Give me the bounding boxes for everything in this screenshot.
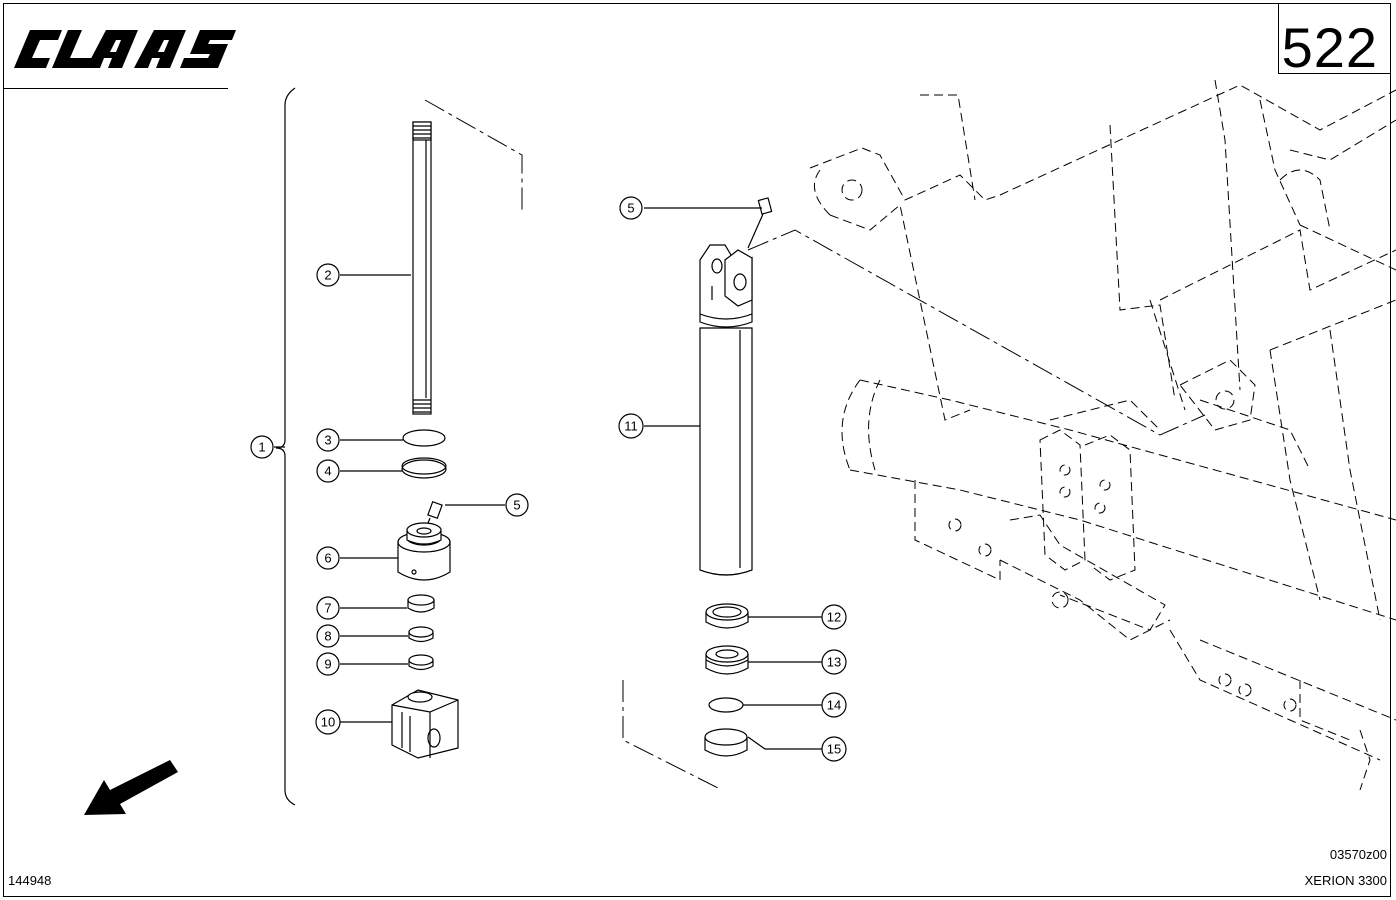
o-ring [402,429,446,447]
callout-6: 6 [316,546,340,570]
callout-1-label: 1 [258,440,265,455]
cylinder-o-ring-14 [708,697,744,713]
cylinder-piston-13 [705,645,749,675]
arrow-down-left-icon [84,760,178,815]
grease-nipple-right [747,197,773,249]
callout-13-label: 13 [827,655,841,670]
seal-7 [407,594,435,613]
callout-11-label: 11 [624,419,638,434]
drawing-frame [3,3,1391,897]
snap-ring [401,457,447,479]
callout-7-label: 7 [324,601,331,616]
callout-5-right-label: 5 [627,201,634,216]
callout-4: 4 [316,459,340,483]
callout-7: 7 [316,596,340,620]
cylinder-seal-12 [705,603,749,629]
callout-14-label: 14 [827,698,841,713]
figure-code: 03570z00 [1329,847,1387,862]
callout-14: 14 [821,692,847,718]
callout-8: 8 [316,624,340,648]
callout-15: 15 [821,736,847,762]
leader-lines-left [274,274,505,723]
callout-6-label: 6 [324,551,331,566]
seal-9 [408,654,434,671]
cylinder-axis-line [622,680,723,791]
group-bracket [275,87,296,806]
callout-10-label: 10 [321,715,335,730]
callout-2-label: 2 [324,268,331,283]
cylinder-ring-15 [704,728,748,757]
mounting-axis-line [747,229,1206,436]
claas-logo [14,30,236,68]
rod-clevis [391,689,459,759]
callout-3: 3 [316,428,340,452]
seal-8 [408,626,434,643]
callout-5-left-label: 5 [513,498,520,513]
callout-1: 1 [250,435,274,459]
callout-12-label: 12 [827,610,841,625]
callout-2: 2 [316,263,340,287]
callout-5-right: 5 [619,196,643,220]
drawing-id: 144948 [8,873,52,888]
callout-9: 9 [316,652,340,676]
page-number-box [1278,3,1279,73]
callout-3-label: 3 [324,433,331,448]
callout-10: 10 [315,709,341,735]
machine-frame-outline [809,79,1396,791]
rod-axis-line [424,99,523,210]
callout-9-label: 9 [324,657,331,672]
guide-bushing [397,522,451,581]
callout-11: 11 [618,413,644,439]
callout-8-label: 8 [324,629,331,644]
hydraulic-cylinder [699,244,753,576]
callout-13: 13 [821,649,847,675]
header-rule [3,88,228,89]
callout-5-left: 5 [505,493,529,517]
piston-rod [412,121,432,415]
page-number: 522 [1281,16,1378,79]
callout-15-label: 15 [827,742,841,757]
model-name: XERION 3300 [1304,873,1387,888]
leader-lines-right [644,207,822,750]
page-number-rule [1278,73,1391,74]
callout-12: 12 [821,604,847,630]
callout-4-label: 4 [324,464,331,479]
